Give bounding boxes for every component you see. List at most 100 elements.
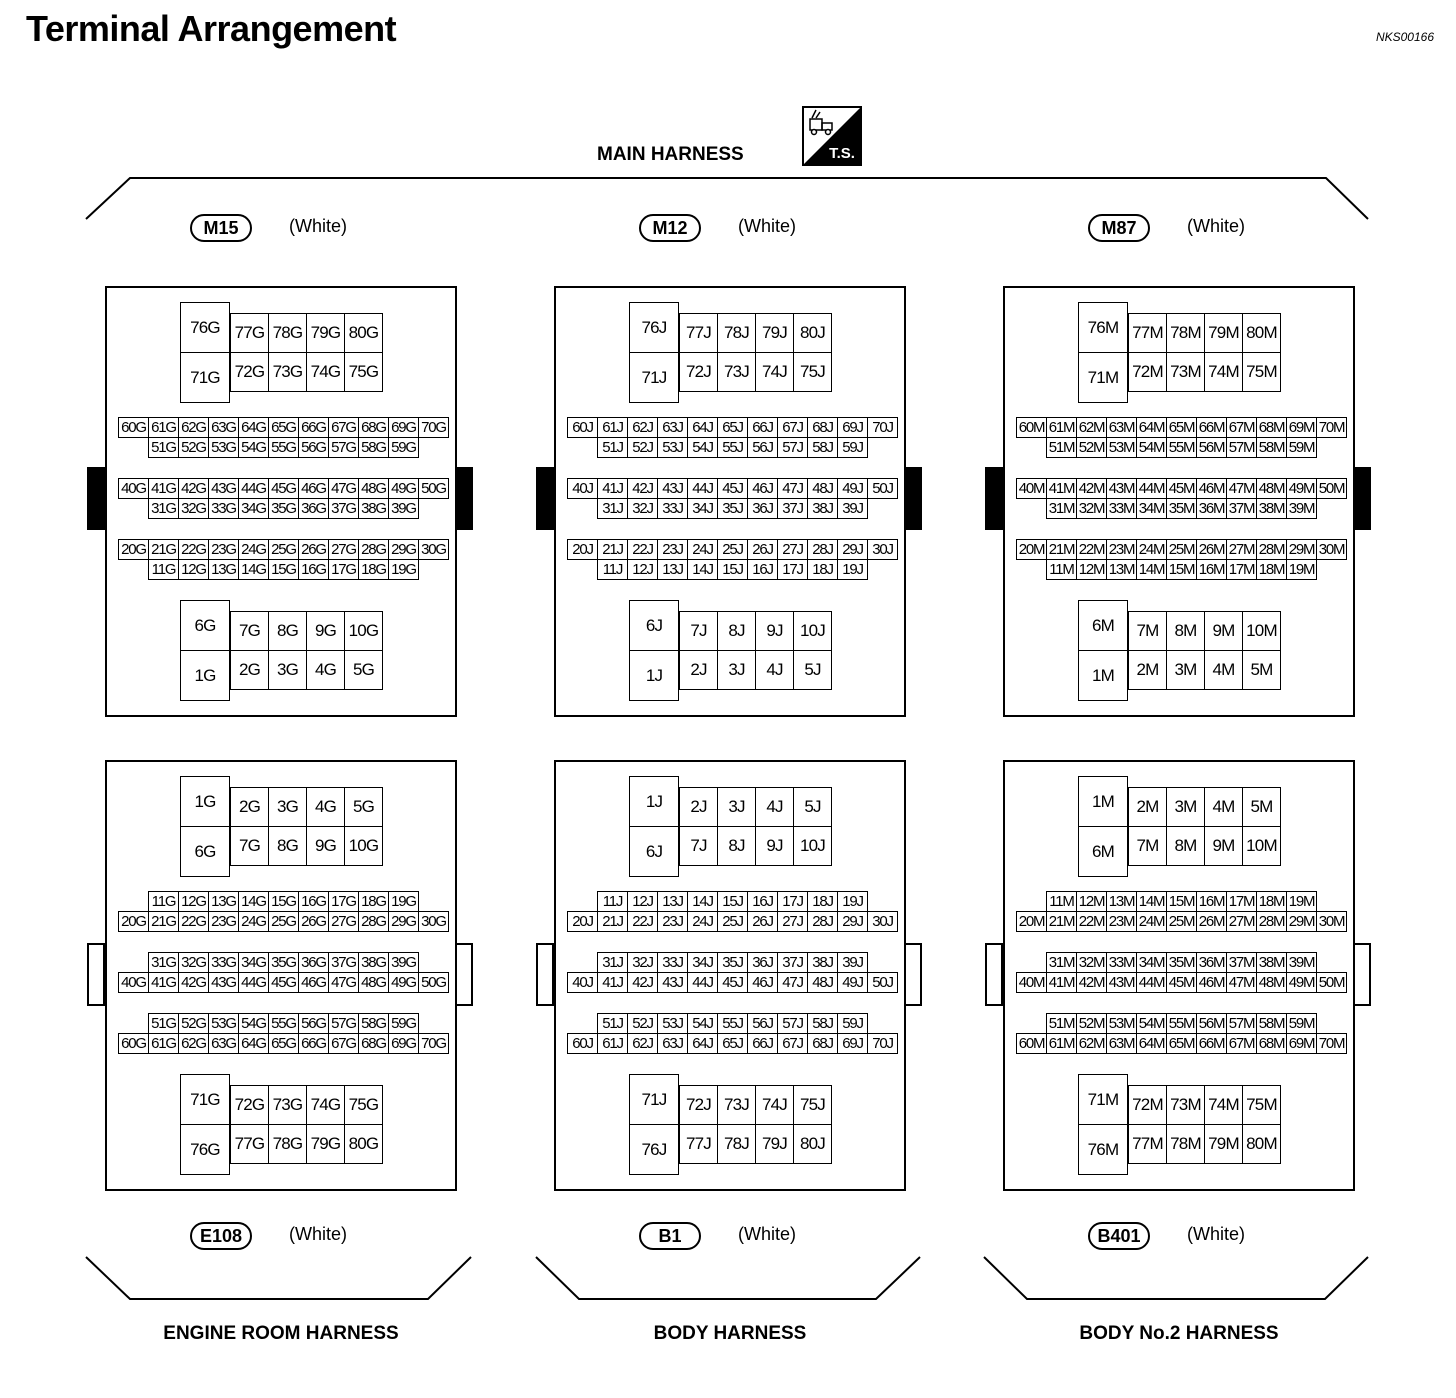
terminal-cell: 74M <box>1204 352 1243 392</box>
terminal-cell: 40J <box>567 972 598 993</box>
terminal-cell: 14G <box>238 559 269 580</box>
terminal-cell: 16G <box>298 891 329 912</box>
terminal-cell: 62G <box>178 417 209 438</box>
terminal-cell: 46J <box>747 972 778 993</box>
terminal-cell: 13M <box>1106 891 1137 912</box>
terminal-cell: 10M <box>1242 611 1281 651</box>
terminal-cell: 29M <box>1286 911 1317 932</box>
terminal-cell: 23M <box>1106 911 1137 932</box>
terminal-cell: 67G <box>328 1033 359 1054</box>
terminal-cell: 65J <box>717 1033 748 1054</box>
terminal-cell: 32M <box>1076 952 1107 973</box>
terminal-cell: 33J <box>657 498 688 519</box>
terminal-cell: 7J <box>679 826 718 866</box>
terminal-cell: 41G <box>148 972 179 993</box>
service-truck-icon: T.S. <box>802 106 862 166</box>
connector-id-badge: B401 <box>1088 1222 1150 1250</box>
terminal-cell: 67M <box>1226 1033 1257 1054</box>
terminal-cell: 52M <box>1076 1013 1107 1034</box>
terminal-cell: 69G <box>388 417 419 438</box>
terminal-cell: 64J <box>687 417 718 438</box>
terminal-cell: 71M <box>1078 1074 1128 1125</box>
terminal-cell: 21G <box>148 539 179 560</box>
terminal-cell: 51G <box>148 437 179 458</box>
terminal-cell: 11G <box>148 891 179 912</box>
terminal-cell: 44G <box>238 478 269 499</box>
terminal-cell: 22G <box>178 539 209 560</box>
terminal-cell: 23J <box>657 539 688 560</box>
terminal-cell: 50G <box>418 972 449 993</box>
terminal-cell: 13M <box>1106 559 1137 580</box>
terminal-cell: 51J <box>597 437 628 458</box>
terminal-cell: 25M <box>1166 539 1197 560</box>
terminal-cell: 57G <box>328 1013 359 1034</box>
terminal-cell: 6M <box>1078 600 1128 651</box>
terminal-cell: 29G <box>388 539 419 560</box>
terminal-cell: 75G <box>344 352 383 392</box>
terminal-cell: 44J <box>687 478 718 499</box>
terminal-cell: 41M <box>1046 478 1077 499</box>
terminal-cell: 53G <box>208 1013 239 1034</box>
terminal-cell: 80M <box>1242 313 1281 353</box>
terminal-cell: 70M <box>1316 1033 1347 1054</box>
terminal-cell: 72M <box>1128 1085 1167 1125</box>
terminal-cell: 20G <box>118 539 149 560</box>
terminal-cell: 43G <box>208 972 239 993</box>
terminal-cell: 33M <box>1106 498 1137 519</box>
terminal-cell: 46G <box>298 972 329 993</box>
terminal-cell: 55J <box>717 437 748 458</box>
terminal-cell: 30G <box>418 911 449 932</box>
terminal-cell: 57M <box>1226 1013 1257 1034</box>
connector-id-badge: E108 <box>190 1222 252 1250</box>
harness-name-label: ENGINE ROOM HARNESS <box>163 1323 399 1344</box>
connector-key-tab <box>985 943 1003 1006</box>
terminal-cell: 8J <box>717 826 756 866</box>
terminal-cell: 45J <box>717 478 748 499</box>
terminal-cell: 63G <box>208 1033 239 1054</box>
terminal-cell: 30G <box>418 539 449 560</box>
terminal-cell: 13G <box>208 559 239 580</box>
terminal-cell: 31J <box>597 498 628 519</box>
terminal-cell: 4J <box>755 650 794 690</box>
terminal-cell: 76G <box>180 302 230 353</box>
terminal-cell: 28J <box>807 539 838 560</box>
connector-key-tab <box>455 943 473 1006</box>
terminal-cell: 49J <box>837 478 868 499</box>
terminal-cell: 2J <box>679 650 718 690</box>
terminal-cell: 43J <box>657 972 688 993</box>
terminal-cell: 49J <box>837 972 868 993</box>
terminal-cell: 38J <box>807 952 838 973</box>
terminal-cell: 70J <box>867 417 898 438</box>
terminal-cell: 49G <box>388 478 419 499</box>
terminal-cell: 10G <box>344 826 383 866</box>
terminal-cell: 58G <box>358 1013 389 1034</box>
connector-color-label: (White) <box>1187 216 1245 236</box>
terminal-cell: 50J <box>867 478 898 499</box>
terminal-cell: 36M <box>1196 952 1227 973</box>
terminal-cell: 56G <box>298 437 329 458</box>
terminal-cell: 36G <box>298 498 329 519</box>
terminal-cell: 32J <box>627 952 658 973</box>
terminal-cell: 72G <box>230 1085 269 1125</box>
terminal-cell: 5G <box>344 650 383 690</box>
terminal-cell: 71J <box>629 1074 679 1125</box>
terminal-cell: 48M <box>1256 478 1287 499</box>
terminal-cell: 22G <box>178 911 209 932</box>
terminal-cell: 38G <box>358 498 389 519</box>
terminal-cell: 37M <box>1226 498 1257 519</box>
terminal-cell: 15G <box>268 559 299 580</box>
terminal-cell: 7M <box>1128 826 1167 866</box>
terminal-cell: 52J <box>627 1013 658 1034</box>
terminal-cell: 73G <box>268 1085 307 1125</box>
terminal-cell: 41G <box>148 478 179 499</box>
terminal-cell: 47M <box>1226 478 1257 499</box>
terminal-cell: 50M <box>1316 972 1347 993</box>
terminal-cell: 39M <box>1286 952 1317 973</box>
terminal-cell: 22J <box>627 911 658 932</box>
terminal-cell: 60J <box>567 1033 598 1054</box>
terminal-cell: 78J <box>717 1124 756 1164</box>
terminal-cell: 20M <box>1016 539 1047 560</box>
terminal-cell: 17J <box>777 559 808 580</box>
